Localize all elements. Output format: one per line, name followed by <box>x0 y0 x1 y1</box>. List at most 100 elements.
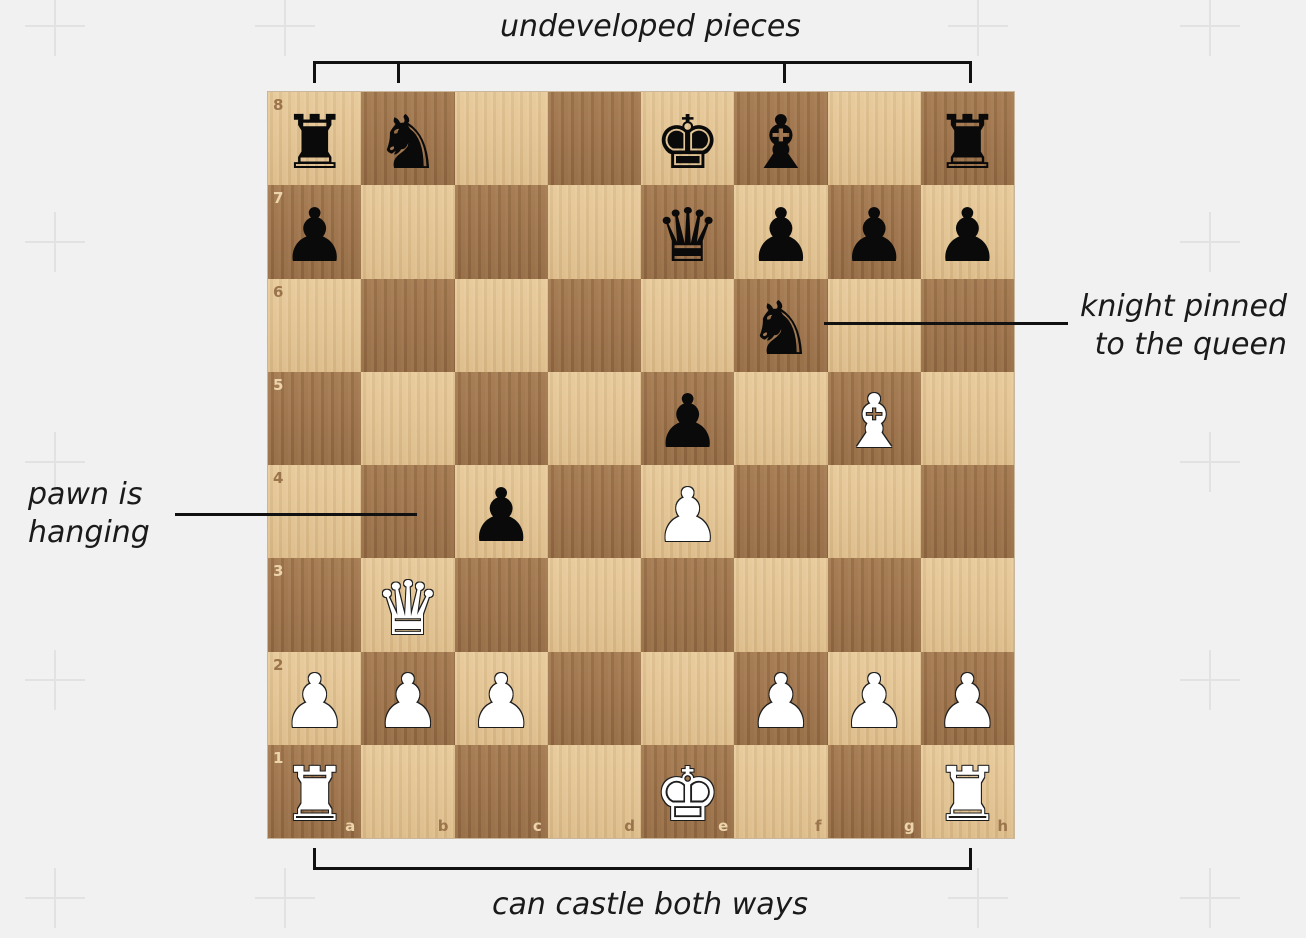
square-f5[interactable] <box>734 371 828 465</box>
square-h4[interactable] <box>920 465 1014 559</box>
black-pawn-icon[interactable]: ♟ <box>467 472 535 559</box>
square-h1[interactable]: h♜ <box>920 744 1014 839</box>
square-c8[interactable] <box>454 92 548 186</box>
square-e4[interactable]: ♟ <box>641 465 735 559</box>
square-a3[interactable]: 3 <box>268 558 362 652</box>
rank-label: 2 <box>273 655 284 674</box>
black-knight-icon[interactable]: ♞ <box>374 99 442 186</box>
bottom-bracket-tick-a1 <box>313 848 316 870</box>
square-e7[interactable]: ♛ <box>641 185 735 279</box>
square-f8[interactable]: ♝ <box>734 92 828 186</box>
square-c3[interactable] <box>454 558 548 652</box>
white-rook-icon[interactable]: ♜ <box>281 752 348 839</box>
square-d2[interactable] <box>547 651 641 745</box>
top-bracket <box>313 61 972 64</box>
square-f4[interactable] <box>734 465 828 559</box>
white-pawn-icon[interactable]: ♟ <box>281 659 348 746</box>
square-c7[interactable] <box>454 185 548 279</box>
white-king-icon[interactable]: ♚ <box>654 752 721 839</box>
black-rook-icon[interactable]: ♜ <box>934 99 1001 186</box>
square-d7[interactable] <box>547 185 641 279</box>
square-h3[interactable] <box>920 558 1014 652</box>
square-g7[interactable]: ♟ <box>827 185 921 279</box>
white-bishop-icon[interactable]: ♝ <box>840 379 908 466</box>
white-pawn-icon[interactable]: ♟ <box>934 659 1001 746</box>
square-a2[interactable]: 2♟ <box>268 651 362 746</box>
white-queen-icon[interactable]: ♛ <box>374 565 442 652</box>
square-d1[interactable]: d <box>547 744 641 838</box>
square-b6[interactable] <box>361 278 455 372</box>
square-g1[interactable]: g <box>827 744 921 838</box>
black-pawn-icon[interactable]: ♟ <box>654 379 721 466</box>
square-f7[interactable]: ♟ <box>734 185 828 279</box>
square-h5[interactable] <box>920 371 1014 465</box>
square-c4[interactable]: ♟ <box>454 465 548 559</box>
square-g3[interactable] <box>827 558 921 652</box>
black-pawn-icon[interactable]: ♟ <box>840 192 908 279</box>
square-a4[interactable]: 4 <box>268 465 362 559</box>
black-pawn-icon[interactable]: ♟ <box>281 192 348 279</box>
square-e8[interactable]: ♚ <box>641 92 735 186</box>
square-e3[interactable] <box>641 558 735 652</box>
black-knight-icon[interactable]: ♞ <box>747 286 815 373</box>
square-h7[interactable]: ♟ <box>920 185 1014 279</box>
square-d5[interactable] <box>547 371 641 465</box>
square-e5[interactable]: ♟ <box>641 371 735 466</box>
square-g2[interactable]: ♟ <box>827 651 921 746</box>
square-b7[interactable] <box>361 185 455 279</box>
square-f1[interactable]: f <box>734 744 828 838</box>
square-h2[interactable]: ♟ <box>920 651 1014 746</box>
square-f6[interactable]: ♞ <box>734 278 828 373</box>
square-c5[interactable] <box>454 371 548 465</box>
square-d3[interactable] <box>547 558 641 652</box>
right-pointer-line <box>824 322 1068 325</box>
background-cross <box>1180 212 1240 272</box>
square-b8[interactable]: ♞ <box>361 92 455 186</box>
white-pawn-icon[interactable]: ♟ <box>374 659 442 746</box>
square-a8[interactable]: 8♜ <box>268 92 362 186</box>
white-pawn-icon[interactable]: ♟ <box>840 659 908 746</box>
square-c6[interactable] <box>454 278 548 372</box>
square-b1[interactable]: b <box>361 744 455 838</box>
square-b3[interactable]: ♛ <box>361 558 455 652</box>
square-b2[interactable]: ♟ <box>361 651 455 746</box>
square-h8[interactable]: ♜ <box>920 92 1014 186</box>
square-f2[interactable]: ♟ <box>734 651 828 746</box>
top-bracket-tick-b8 <box>397 61 400 83</box>
black-bishop-icon[interactable]: ♝ <box>747 99 815 186</box>
square-a7[interactable]: 7♟ <box>268 185 362 279</box>
black-pawn-icon[interactable]: ♟ <box>934 192 1001 279</box>
rank-label: 8 <box>273 96 284 114</box>
black-queen-icon[interactable]: ♛ <box>654 192 721 279</box>
square-d8[interactable] <box>547 92 641 186</box>
white-rook-icon[interactable]: ♜ <box>934 752 1001 839</box>
top-bracket-tick-f8 <box>783 61 786 83</box>
square-g5[interactable]: ♝ <box>827 371 921 466</box>
square-g8[interactable] <box>827 92 921 186</box>
square-b4[interactable] <box>361 465 455 559</box>
square-c2[interactable]: ♟ <box>454 651 548 746</box>
square-a5[interactable]: 5 <box>268 371 362 465</box>
square-e6[interactable] <box>641 278 735 372</box>
square-e2[interactable] <box>641 651 735 745</box>
background-cross <box>1180 432 1240 492</box>
square-f3[interactable] <box>734 558 828 652</box>
square-a6[interactable]: 6 <box>268 278 362 372</box>
black-king-icon[interactable]: ♚ <box>654 99 721 186</box>
black-pawn-icon[interactable]: ♟ <box>747 192 815 279</box>
square-c1[interactable]: c <box>454 744 548 838</box>
square-g6[interactable] <box>827 278 921 372</box>
square-h6[interactable] <box>920 278 1014 372</box>
square-g4[interactable] <box>827 465 921 559</box>
white-pawn-icon[interactable]: ♟ <box>467 659 535 746</box>
square-b5[interactable] <box>361 371 455 465</box>
black-rook-icon[interactable]: ♜ <box>281 99 348 186</box>
white-pawn-icon[interactable]: ♟ <box>654 472 721 559</box>
square-d6[interactable] <box>547 278 641 372</box>
file-label: a <box>345 817 356 835</box>
square-e1[interactable]: e♚ <box>641 744 735 839</box>
white-pawn-icon[interactable]: ♟ <box>747 659 815 746</box>
square-d4[interactable] <box>547 465 641 559</box>
